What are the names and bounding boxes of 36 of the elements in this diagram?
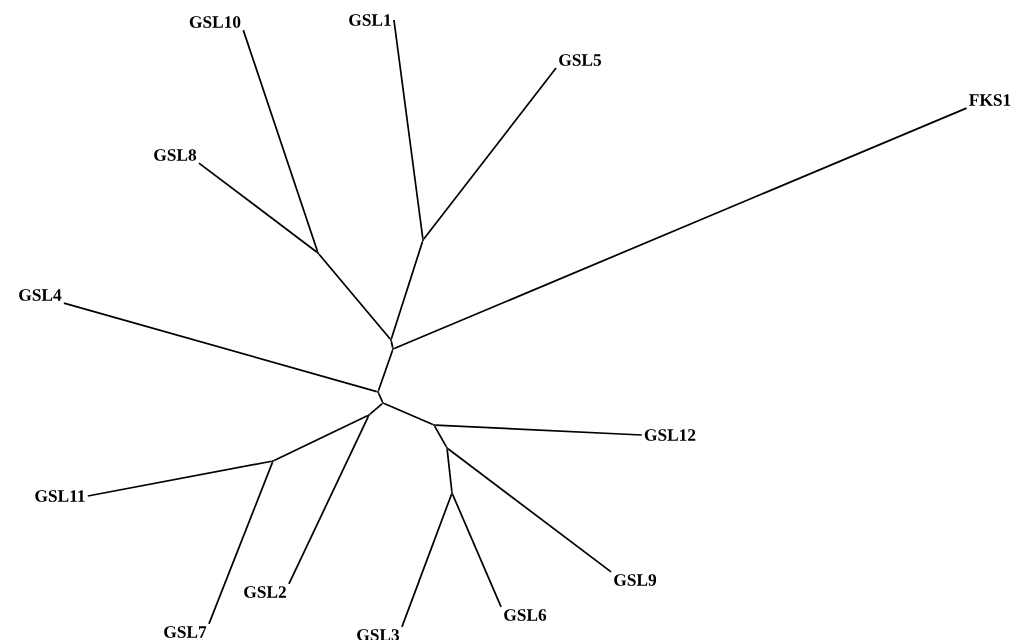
leaf-label: GSL11 [35, 490, 85, 502]
leaf-label: GSL6 [504, 609, 547, 621]
branch-line [383, 402, 434, 426]
branch-line [242, 29, 319, 253]
branch-line [447, 447, 612, 573]
leaf-label: GSL2 [244, 586, 286, 598]
branch-line [369, 402, 383, 416]
leaf-label: GSL8 [154, 149, 197, 161]
branch-line [198, 162, 318, 254]
leaf-label: GSL9 [614, 574, 657, 586]
branch-line [433, 425, 448, 448]
leaf-label: GSL10 [189, 16, 241, 28]
leaf-label: GSL5 [559, 54, 602, 66]
leaf-label: GSL1 [349, 14, 391, 26]
branch-line [86, 460, 273, 497]
branch-line [390, 340, 394, 349]
branch-line [434, 424, 643, 436]
branch-line [273, 414, 369, 462]
leaf-label: GSL3 [357, 629, 400, 640]
branch-line [63, 302, 378, 393]
branch-line [377, 349, 394, 392]
leaf-label: FKS1 [969, 94, 1011, 106]
branch-line [393, 19, 424, 240]
leaf-label: GSL7 [164, 626, 207, 638]
leaf-label: GSL12 [644, 429, 696, 441]
branch-line [422, 67, 557, 240]
branch-line [451, 493, 502, 608]
branch-line [208, 461, 274, 625]
branch-line [390, 240, 424, 340]
branch-line [288, 415, 370, 585]
branch-line [317, 253, 392, 340]
branch-line [401, 493, 453, 628]
leaf-label: GSL4 [19, 289, 62, 301]
branch-line [393, 107, 968, 350]
branch-line [377, 392, 384, 403]
branch-line [446, 448, 453, 493]
